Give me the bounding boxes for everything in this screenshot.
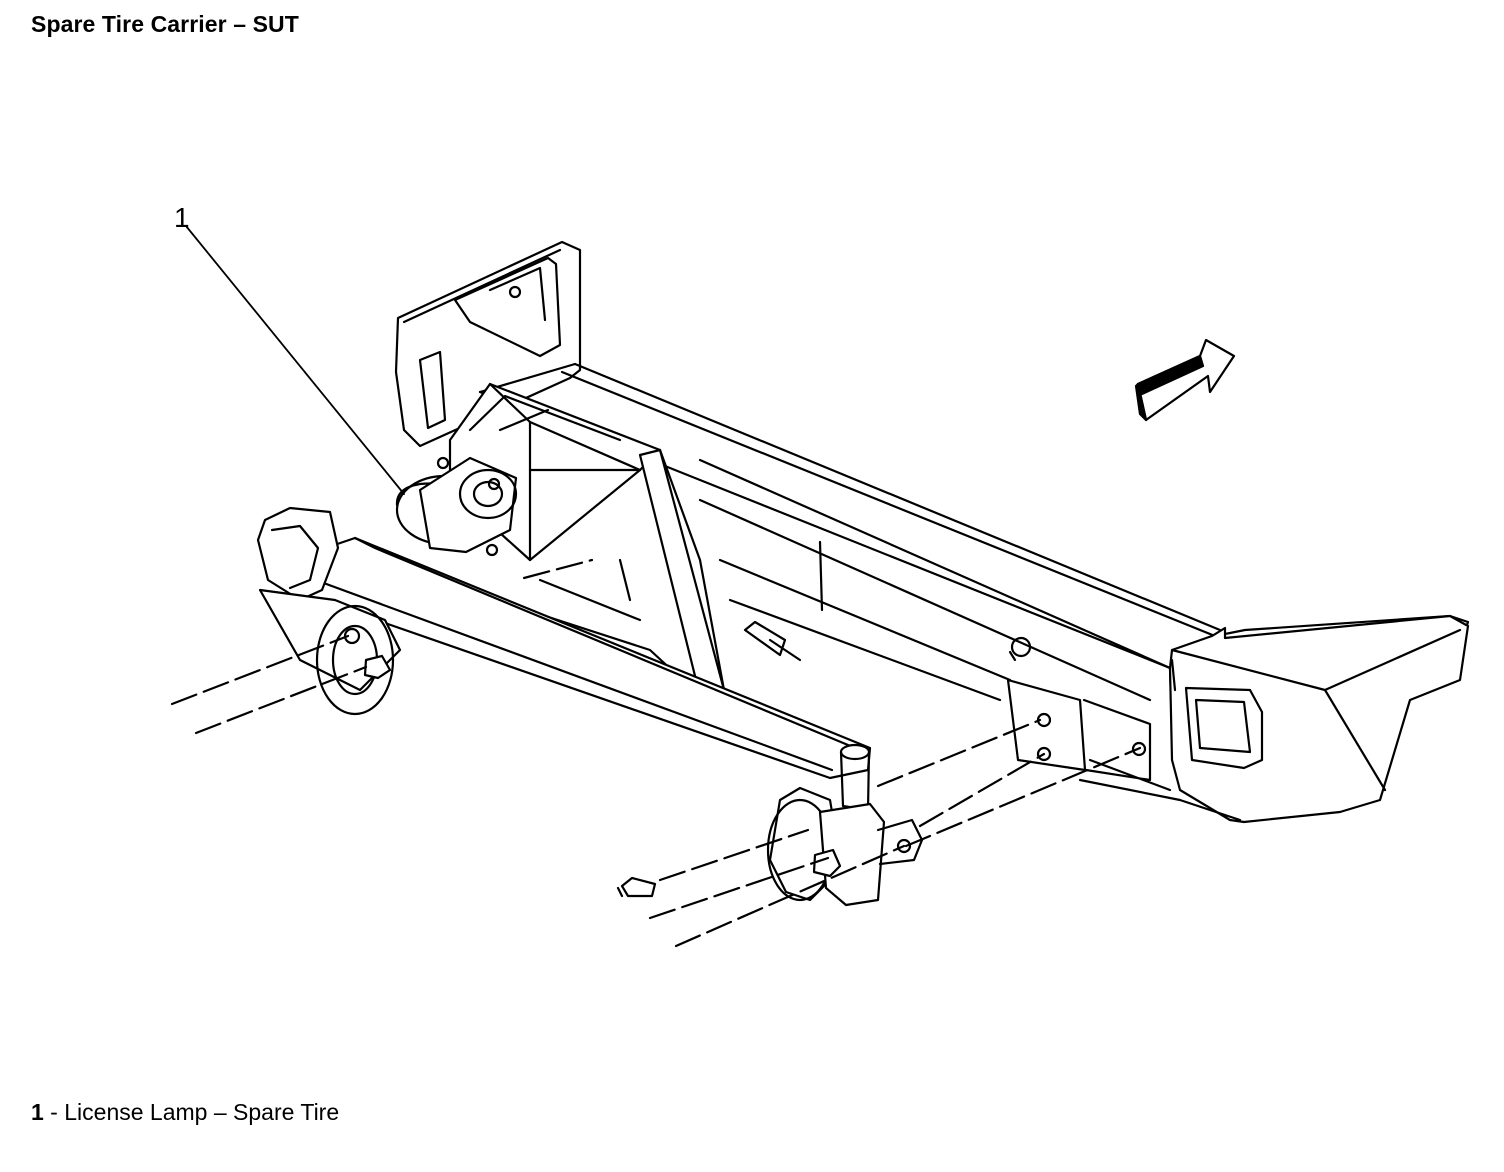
callout-1: 1: [174, 202, 405, 495]
legend: 1 - License Lamp – Spare Tire: [31, 1099, 339, 1126]
alignment-lines: [170, 558, 1142, 948]
license-lamp: [395, 456, 518, 557]
right-hinge: [766, 678, 1152, 907]
page-title: Spare Tire Carrier – SUT: [31, 11, 299, 37]
carrier-cross-bar: [288, 536, 872, 812]
legend-text: License Lamp – Spare Tire: [64, 1099, 340, 1125]
left-hinge: [256, 506, 402, 716]
bolt: [616, 876, 657, 898]
legend-number: 1: [31, 1099, 44, 1125]
forward-arrow-icon: [1134, 338, 1236, 422]
legend-separator: -: [43, 1099, 65, 1125]
